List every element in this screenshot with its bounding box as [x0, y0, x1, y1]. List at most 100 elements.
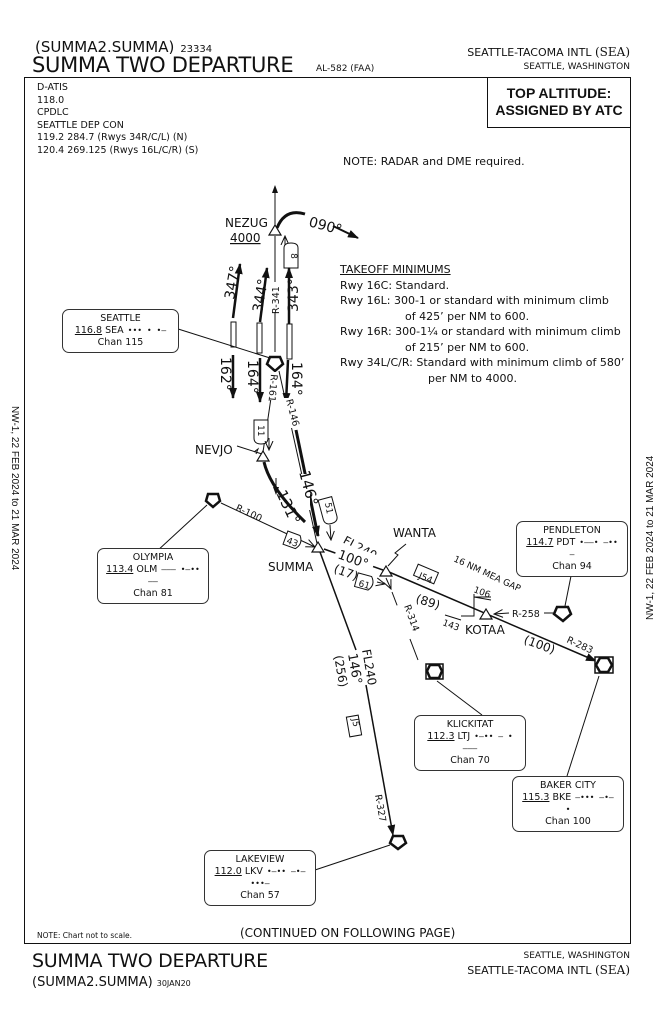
j5-crs-label: 146°	[344, 652, 364, 685]
procedure-title: SUMMA TWO DEPARTURE	[32, 53, 294, 77]
j5-fl-label: FL240	[359, 648, 379, 686]
kotaa-name: KOTAA	[465, 623, 506, 637]
dme-8-box	[283, 242, 299, 269]
r341-label: R-341	[271, 286, 282, 314]
hdg-344-label: 344°	[250, 278, 272, 314]
navaid-box-olympia: OLYMPIA 113.4 OLM——— •—•• —— Chan 81	[97, 548, 209, 604]
takeoff-minimums-heading: TAKEOFF MINIMUMS	[340, 263, 451, 276]
hdg-146-label-bg	[296, 474, 310, 510]
footer-airport-name: SEATTLE-TACOMA INTL	[467, 964, 592, 977]
effective-dates-left: NW-1, 22 FEB 2024 to 21 MAR 2024	[9, 406, 20, 571]
navaid-channel: Chan 94	[552, 561, 592, 572]
heading-090-label: 090°	[307, 214, 344, 238]
continued-note: (CONTINUED ON FOLLOWING PAGE)	[240, 926, 456, 940]
hdg-164a-label: 164°	[244, 360, 260, 394]
lakeview-vortac-icon	[388, 834, 408, 851]
seattle-vortac-icon	[265, 355, 285, 373]
r161-label: R-161	[266, 374, 279, 403]
amendment-date: 30JAN20	[156, 979, 191, 988]
freq-line: 119.2 284.7 (Rwys 34R/C/L) (N)	[37, 132, 188, 143]
climb-347-arrow	[231, 263, 243, 319]
navaid-channel: Chan 81	[133, 588, 173, 599]
navaid-box-klickitat: KLICKITAT 112.3 LTJ•—•• — •——— Chan 70	[414, 715, 526, 771]
freq-line: SEATTLE DEP CON	[37, 119, 124, 131]
navaid-box-seattle: SEATTLE 116.8 SEA••• • •— Chan 115	[62, 309, 179, 353]
navaid-freq: 114.7	[526, 537, 554, 548]
climb-344-arrow	[258, 267, 270, 323]
dme-61-box	[353, 572, 374, 591]
navaid-freq: 115.3	[522, 792, 550, 803]
navaid-channel: Chan 100	[545, 816, 591, 827]
mea-gap-106-line	[473, 596, 492, 601]
navaid-channel: Chan 70	[450, 755, 490, 766]
climb-164b-arrow	[282, 359, 291, 404]
top-altitude-value: ASSIGNED BY ATC	[495, 102, 623, 118]
takeoff-minimums: TAKEOFF MINIMUMS Rwy 16C: Standard. Rwy …	[340, 262, 624, 386]
navaid-freq-row: 112.3 LTJ•—•• — •———	[421, 731, 519, 755]
navaid-ident: BKE	[552, 792, 572, 803]
runway-symbol	[256, 322, 263, 354]
airport-city: SEATTLE, WASHINGTON	[523, 62, 630, 72]
hdg-347-label: 347°	[222, 265, 244, 301]
j5-route-upper	[319, 551, 357, 651]
runway-symbol	[286, 323, 293, 360]
j5-dist-label: (256)	[331, 654, 350, 688]
r341-label-bg	[270, 282, 280, 312]
bakercity-leader-line	[566, 675, 600, 777]
computer-code: (SUMMA2.SUMMA)	[35, 38, 175, 56]
freq-line: 118.0	[37, 94, 65, 106]
navaid-ident: LTJ	[457, 731, 471, 742]
r314-arrow-head	[386, 577, 391, 589]
olympia-vortac-icon	[204, 492, 222, 509]
takeoff-minimums-line: Rwy 16L: 300-1 or standard with minimum …	[340, 294, 609, 307]
mea-gap-143: 143	[441, 618, 461, 633]
dme-51-box	[317, 495, 338, 525]
top-altitude-box: TOP ALTITUDE: ASSIGNED BY ATC	[487, 77, 631, 128]
navaid-box-pendleton: PENDLETON 114.7 PDT•——• —•• — Chan 94	[516, 521, 628, 577]
wanta-name: WANTA	[393, 526, 437, 540]
r258-arrow	[494, 613, 510, 614]
nezug-name: NEZUG	[225, 216, 268, 230]
dme-11-label: 11	[255, 425, 265, 436]
j5-airway-box	[345, 714, 363, 738]
morse-code: —••• —•— •	[565, 793, 614, 814]
j5-route-lower	[365, 684, 396, 836]
navaid-name: LAKEVIEW	[235, 854, 285, 865]
dme-61-arrow	[377, 582, 385, 584]
navaid-ident: LKV	[244, 866, 263, 877]
j54-crs-bg	[334, 541, 378, 569]
summa-name: SUMMA	[268, 560, 314, 574]
nevjo-leader-break	[253, 447, 260, 455]
klickitat-vortac-hex	[425, 663, 444, 680]
wanta-fix-icon	[378, 564, 394, 577]
navaid-box-lakeview: LAKEVIEW 112.0 LKV•—•• —•— •••— Chan 57	[204, 850, 316, 906]
dme-51-label: 51	[322, 502, 334, 515]
r314-label-bg	[392, 603, 416, 641]
navaid-freq: 113.4	[106, 564, 134, 575]
wanta-leader-line	[387, 543, 407, 567]
nezug-altitude: 4000	[230, 231, 261, 245]
takeoff-minimums-line: Rwy 16R: 300-1¼ or standard with minimum…	[340, 325, 621, 338]
pendleton-vortac-icon	[552, 605, 573, 623]
navaid-freq-row: 113.4 OLM——— •—•• ——	[104, 564, 202, 588]
footer-city: SEATTLE, WASHINGTON	[523, 951, 630, 961]
klickitat-leader-line	[436, 680, 483, 716]
morse-code: •—•• — •———	[462, 732, 513, 753]
navaid-freq-row: 115.3 BKE—••• —•— •	[519, 792, 617, 816]
scale-note: NOTE: Chart not to scale.	[37, 931, 133, 940]
kotaa-fix-icon	[478, 607, 494, 620]
dme-8-label: 8	[288, 253, 298, 259]
heading-090-arrow	[332, 225, 359, 239]
navaid-freq-row: 116.8 SEA••• • •—	[69, 325, 172, 337]
dist-89-label: (89)	[414, 592, 442, 613]
dme-43-label: 43	[285, 536, 299, 549]
hdg-164b-label: 164°	[288, 362, 304, 396]
r161-label-bg	[268, 372, 278, 400]
navaid-name: KLICKITAT	[446, 719, 494, 730]
navaid-freq-row: 114.7 PDT•——• —•• —	[523, 537, 621, 561]
navaid-freq-row: 112.0 LKV•—•• —•— •••—	[211, 866, 309, 890]
r100-label-bg	[231, 495, 267, 521]
takeoff-minimums-line: of 215’ per NM to 600.	[405, 340, 530, 354]
radar-note: NOTE: RADAR and DME required.	[343, 155, 525, 168]
navaid-freq: 112.3	[427, 731, 455, 742]
